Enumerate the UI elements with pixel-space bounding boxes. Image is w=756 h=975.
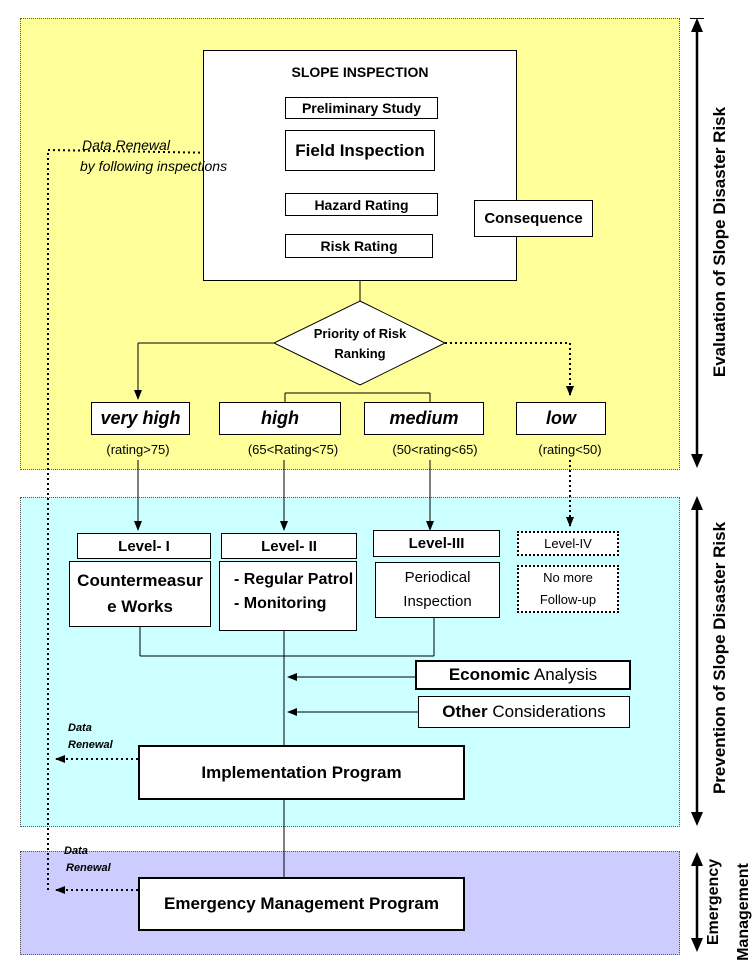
data-renewal-bottom-line2: Renewal [66, 862, 111, 874]
range-high: (65<Rating<75) [247, 442, 339, 457]
consequence-box: Consequence [474, 200, 593, 237]
range-low: (rating<50) [538, 442, 602, 457]
emergency-management-program-box: Emergency Management Program [138, 877, 465, 931]
economic-analysis-box: Economic Analysis [415, 660, 631, 690]
data-renewal-mid-line2: Renewal [68, 739, 113, 751]
level-4-action-line1: No more [543, 570, 593, 585]
level-2-label: Level- II [221, 533, 357, 559]
priority-label-line1: Priority of Risk [313, 326, 407, 341]
data-renewal-mid-line1: Data [68, 722, 92, 734]
level-3-action: Periodical Inspection [375, 562, 500, 618]
slope-inspection-title: SLOPE INSPECTION [291, 64, 429, 80]
hazard-rating-box: Hazard Rating [285, 193, 438, 216]
ranking-low: low [516, 402, 606, 435]
other-considerations-rest: Considerations [487, 702, 606, 721]
ranking-high: high [219, 402, 341, 435]
priority-label-line2: Ranking [334, 346, 386, 361]
level-4-action: No more Follow-up [517, 565, 619, 613]
data-renewal-top-line1: Data Renewal [82, 137, 170, 153]
range-medium: (50<rating<65) [392, 442, 478, 457]
other-considerations-box: Other Considerations [418, 696, 630, 728]
other-considerations-bold: Other [442, 702, 488, 721]
emergency-section-title-line1: Emergency [705, 858, 722, 946]
ranking-medium: medium [364, 402, 484, 435]
emergency-section-title-line2: Management [735, 863, 752, 961]
ranking-very-high: very high [91, 402, 190, 435]
range-very-high: (rating>75) [106, 442, 170, 457]
risk-rating-box: Risk Rating [285, 234, 433, 258]
level-4-label: Level-IV [517, 531, 619, 556]
level-2-action-line1: - Regular Patrol [234, 571, 354, 588]
level-2-action: - Regular Patrol - Monitoring [219, 561, 357, 631]
field-inspection-box: Field Inspection [285, 130, 435, 171]
level-2-action-line2: - Monitoring [234, 595, 327, 612]
level-1-label: Level- I [77, 533, 211, 559]
data-renewal-bottom-line1: Data [64, 845, 88, 857]
level-4-action-line2: Follow-up [539, 592, 597, 607]
data-renewal-top-line2: by following inspections [80, 158, 228, 174]
preliminary-study-box: Preliminary Study [285, 97, 438, 119]
prevention-section-title: Prevention of Slope Disaster Risk [710, 521, 729, 795]
level-3-action-line1: Periodical [404, 569, 471, 586]
economic-analysis-rest: Analysis [530, 665, 598, 684]
level-3-label: Level-III [373, 530, 500, 557]
evaluation-section-title: Evaluation of Slope Disaster Risk [710, 106, 729, 378]
priority-diamond [272, 300, 447, 386]
economic-analysis-bold: Economic [448, 665, 531, 684]
level-1-action: Countermeasure Works [69, 561, 211, 627]
implementation-program-box: Implementation Program [138, 745, 465, 800]
level-3-action-line2: Inspection [403, 593, 472, 610]
